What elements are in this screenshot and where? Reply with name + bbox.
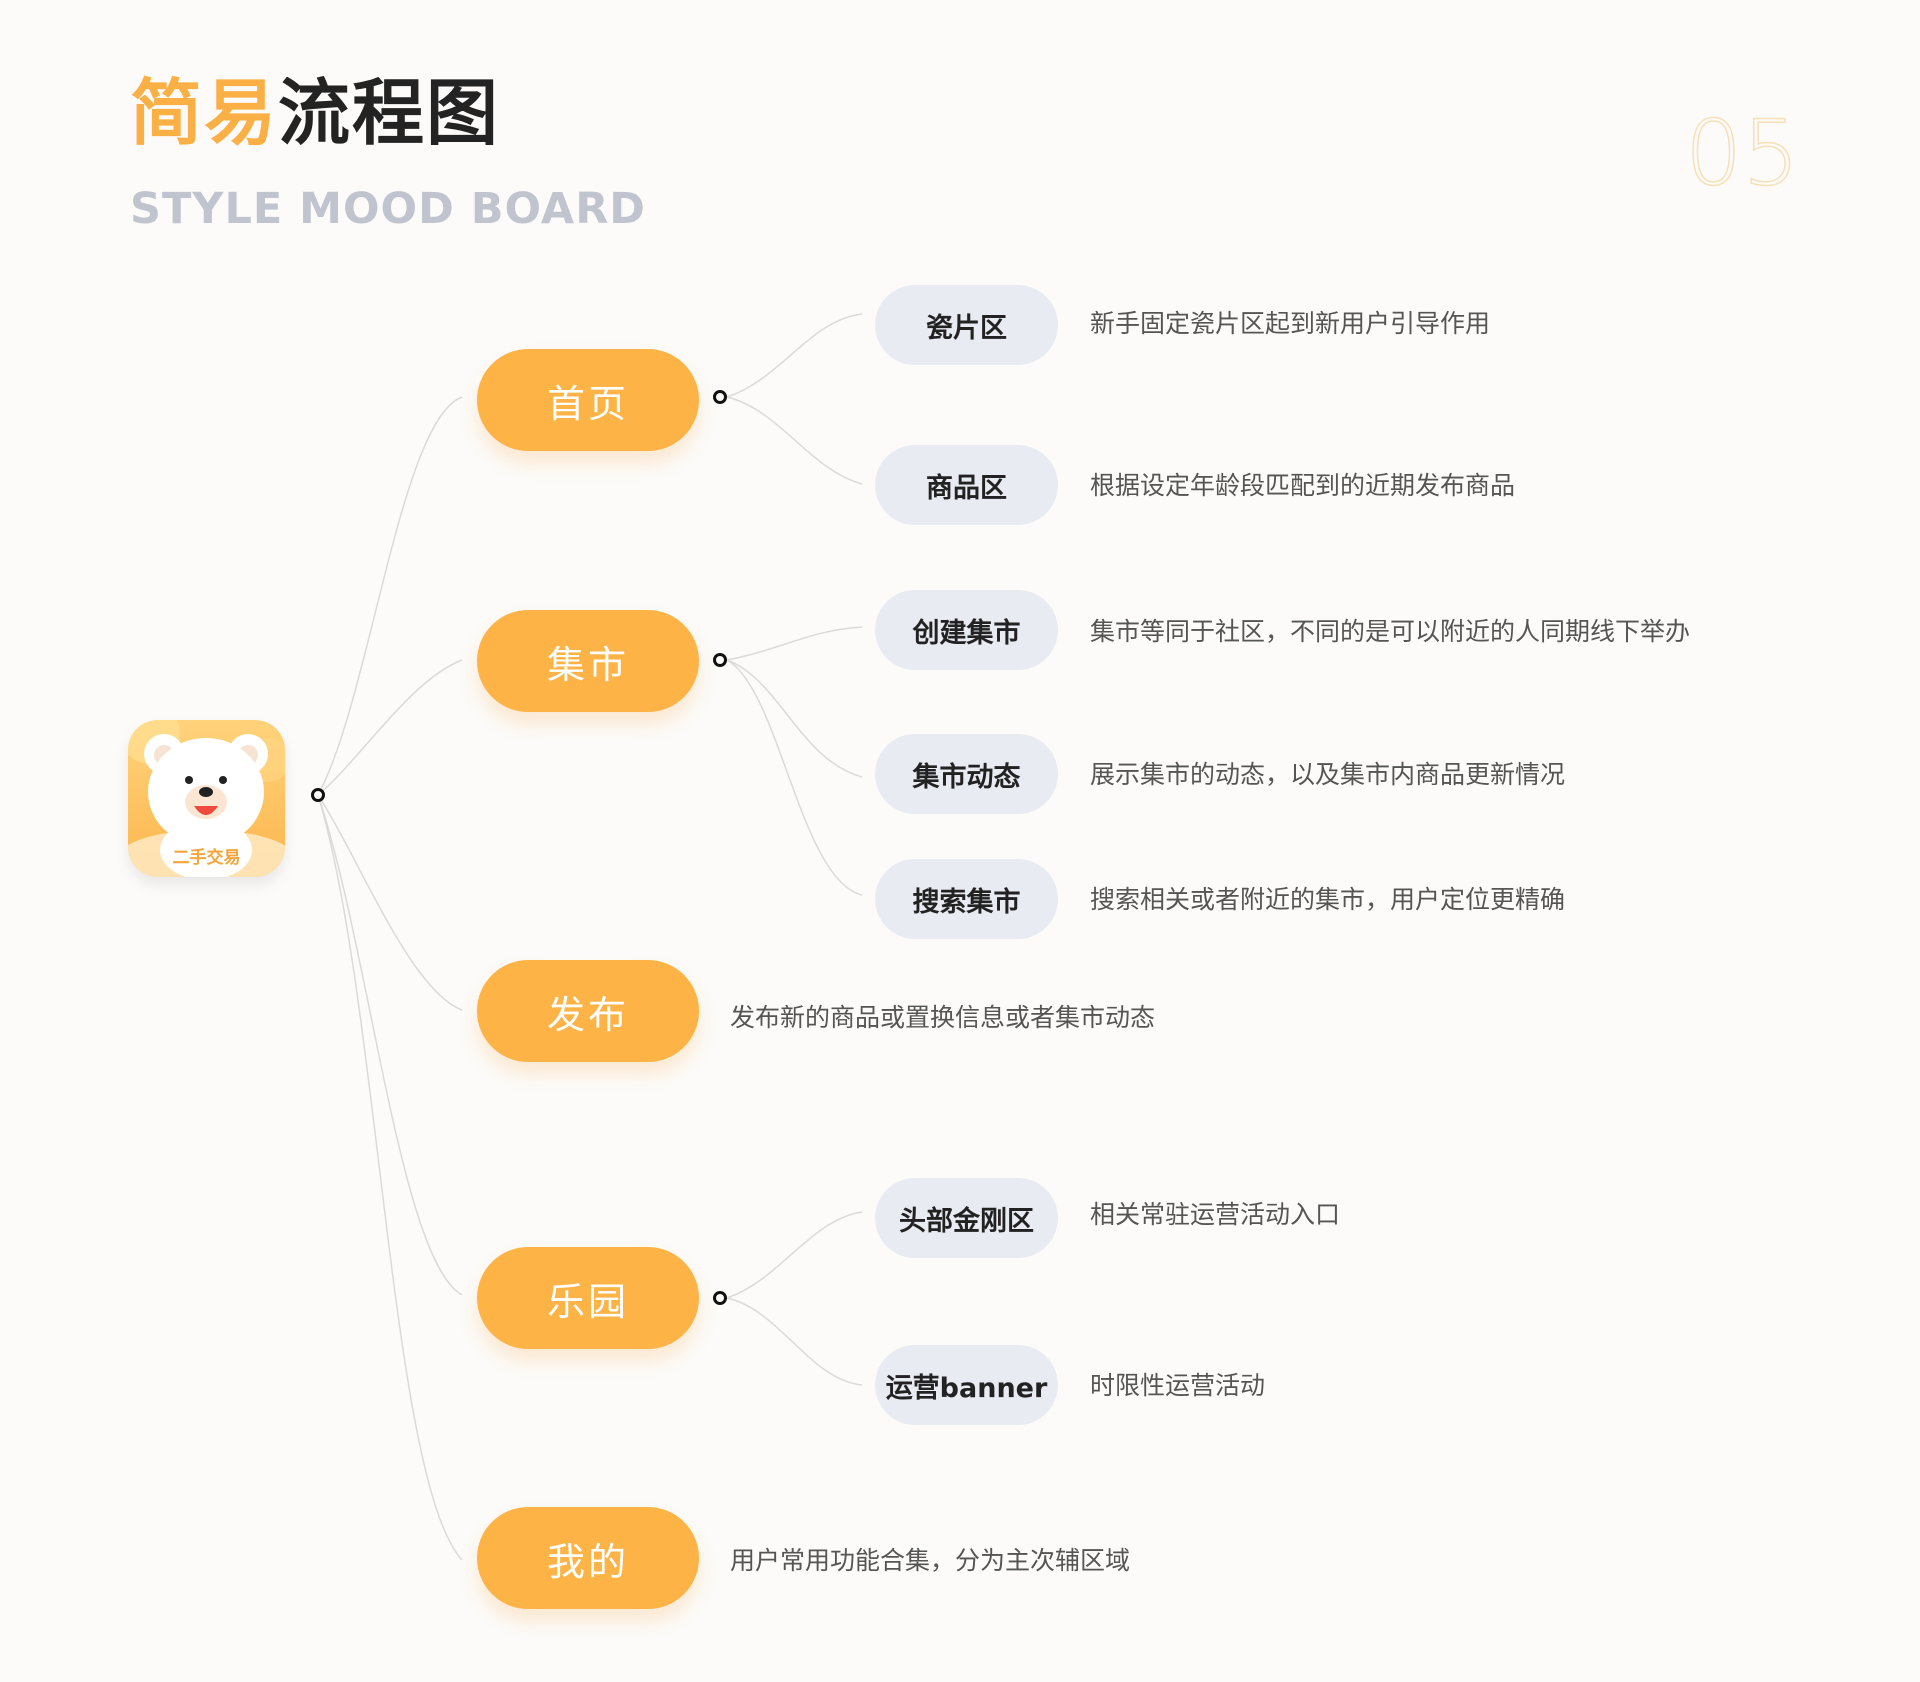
bear-mascot-icon <box>128 720 285 877</box>
connector-home-goods <box>726 396 863 485</box>
desc-publish: 发布新的商品或置换信息或者集市动态 <box>730 1003 1156 1032</box>
node-tile-area[interactable]: 瓷片区 <box>875 285 1058 365</box>
desc-tile-area: 新手固定瓷片区起到新用户引导作用 <box>1090 309 1491 338</box>
desc-market-dynamic: 展示集市的动态，以及集市内商品更新情况 <box>1090 760 1566 789</box>
connector-market-dynamic <box>726 659 863 778</box>
connector-root-publish <box>317 794 463 1011</box>
desc-goods-area: 根据设定年龄段匹配到的近期发布商品 <box>1090 471 1516 500</box>
app-icon-label: 二手交易 <box>172 848 241 868</box>
connector-root-market <box>317 659 463 796</box>
node-kingkong-area[interactable]: 头部金刚区 <box>875 1178 1058 1258</box>
connector-home-tile <box>726 313 863 398</box>
connector-park-banner <box>726 1297 863 1386</box>
node-market-dynamic[interactable]: 集市动态 <box>875 734 1058 814</box>
park-node-dot <box>713 1291 727 1305</box>
node-search-market[interactable]: 搜索集市 <box>875 859 1058 939</box>
market-node-dot <box>713 653 727 667</box>
title-accent: 简易 <box>130 71 279 155</box>
app-icon: 二手交易 <box>128 720 285 877</box>
desc-operation-banner: 时限性运营活动 <box>1090 1371 1266 1400</box>
desc-kingkong-area: 相关常驻运营活动入口 <box>1090 1200 1341 1229</box>
node-goods-area[interactable]: 商品区 <box>875 445 1058 525</box>
page-title: 简易流程图 <box>130 68 500 158</box>
page-subtitle: STYLE MOOD BOARD <box>130 184 647 234</box>
page-number: 05 <box>1684 101 1800 206</box>
category-publish[interactable]: 发布 <box>477 960 699 1062</box>
home-node-dot <box>713 390 727 404</box>
category-market[interactable]: 集市 <box>477 610 699 712</box>
category-home[interactable]: 首页 <box>477 349 699 451</box>
connector-market-create <box>726 626 863 661</box>
connector-root-park <box>317 794 463 1296</box>
category-mine[interactable]: 我的 <box>477 1507 699 1609</box>
category-park[interactable]: 乐园 <box>477 1247 699 1349</box>
connector-root-mine <box>317 794 463 1561</box>
connector-root-home <box>317 396 463 796</box>
connector-market-search <box>726 659 863 896</box>
connector-park-kingkong <box>726 1211 863 1299</box>
desc-search-market: 搜索相关或者附近的集市，用户定位更精确 <box>1090 885 1566 914</box>
root-node-dot <box>311 788 325 802</box>
node-create-market[interactable]: 创建集市 <box>875 590 1058 670</box>
node-operation-banner[interactable]: 运营banner <box>875 1345 1058 1425</box>
desc-mine: 用户常用功能合集，分为主次辅区域 <box>730 1546 1131 1575</box>
title-main: 流程图 <box>278 71 501 155</box>
desc-create-market: 集市等同于社区，不同的是可以附近的人同期线下举办 <box>1090 617 1691 646</box>
